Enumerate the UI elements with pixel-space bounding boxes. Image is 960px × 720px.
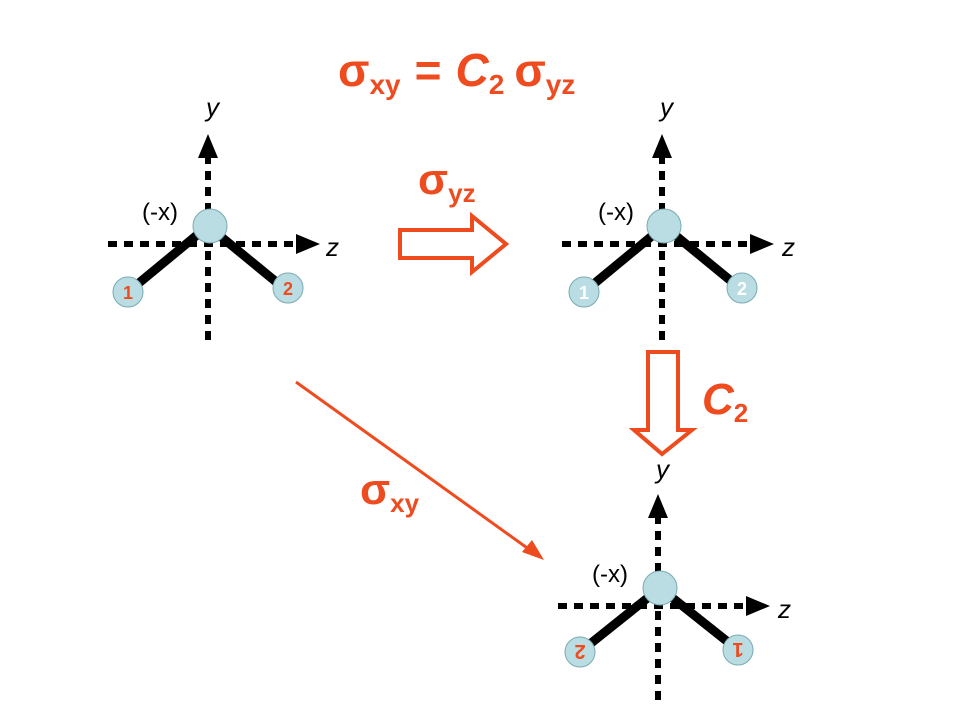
central-atom [646, 208, 682, 244]
atom-left-label: 1 [579, 283, 589, 303]
sigma-xy-subscript: xy [390, 488, 419, 518]
molecule-original: 1 2 y z (-x) [108, 92, 339, 340]
z-axis-label: z [325, 232, 339, 262]
eq-op2-subscript: yz [546, 69, 576, 100]
eq-lhs-symbol: σ [338, 44, 369, 96]
eq-op1-symbol: C [456, 44, 490, 96]
molecule-after-c2: 2 1 y z (-x) [558, 454, 791, 700]
sigma-xy-arrow-shaft [295, 380, 531, 552]
z-axis-label: z [781, 232, 795, 262]
c2-symbol: C [702, 375, 735, 424]
c2-subscript: 2 [734, 398, 748, 428]
y-axis-label: y [658, 92, 675, 122]
c2-arrow [628, 350, 698, 457]
y-axis-label: y [204, 92, 221, 122]
atom-left [564, 636, 596, 668]
sigma-yz-subscript: yz [448, 178, 475, 208]
x-axis-label: (-x) [598, 199, 634, 226]
central-atom [192, 208, 228, 244]
atom-right [722, 634, 754, 666]
c2-label: C2 [702, 375, 748, 428]
atom-left-label: 2 [574, 640, 585, 662]
eq-equals: = [415, 44, 442, 96]
atom-right [726, 272, 758, 304]
y-axis-arrowhead [198, 134, 218, 158]
y-axis-arrowhead [652, 134, 672, 158]
atom-right-label: 1 [732, 638, 743, 660]
atom-left-label: 1 [123, 283, 133, 303]
atom-right-label: 2 [737, 279, 747, 299]
z-axis-arrowhead [746, 596, 770, 616]
y-axis-label: y [654, 454, 671, 484]
eq-lhs-subscript: xy [369, 69, 401, 100]
z-axis-arrowhead [750, 234, 774, 254]
sigma-yz-label: σyz [418, 155, 476, 208]
x-axis-label: (-x) [592, 561, 628, 588]
central-atom [642, 570, 678, 606]
eq-op1-subscript: 2 [489, 69, 505, 100]
sigma-xy-label: σxy [360, 465, 420, 518]
x-axis-label: (-x) [142, 199, 178, 226]
sigma-yz-symbol: σ [418, 155, 448, 204]
sigma-yz-arrow [398, 211, 510, 277]
sigma-xy-arrowhead [522, 540, 544, 560]
atom-left [568, 276, 600, 308]
z-axis-arrowhead [296, 234, 320, 254]
atom-right-label: 2 [283, 279, 293, 299]
atom-right [272, 272, 304, 304]
sigma-xy-symbol: σ [360, 465, 390, 514]
z-axis-label: z [777, 594, 791, 624]
y-axis-arrowhead [648, 494, 668, 518]
atom-left [112, 276, 144, 308]
molecule-after-sigma-yz: 1 2 y z (-x) [562, 92, 795, 340]
bond-left [125, 222, 211, 296]
eq-op2-symbol: σ [514, 44, 545, 96]
